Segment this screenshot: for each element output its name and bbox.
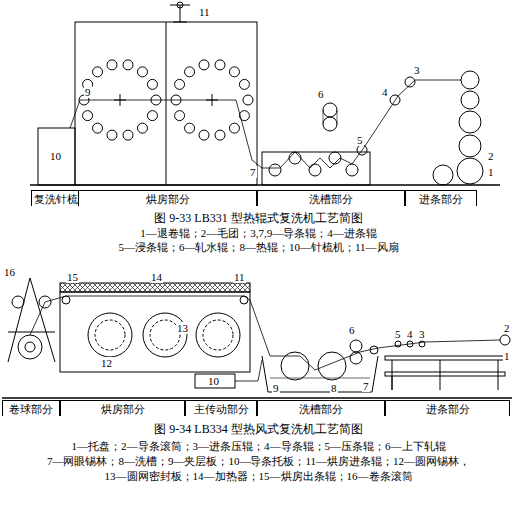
callout-number: 14: [150, 271, 163, 283]
callout-number: 3: [418, 328, 426, 340]
callout-number: 12: [100, 357, 113, 369]
callout-number: 5: [394, 328, 402, 340]
callout-number: 4: [406, 328, 414, 340]
callout-number: 11: [198, 6, 211, 18]
legend-line: 1—托盘；2—导条滚筒；3—进条压辊；4—导条辊；5—压条辊；6—上下轧辊: [0, 440, 517, 452]
figure-caption: 图 9-33 LB331 型热辊式复洗机工艺简图: [0, 211, 517, 225]
section-band: 烘房部分: [60, 400, 185, 416]
callout-number: 9: [272, 382, 280, 394]
figure-caption: 图 9-34 LB334 型热风式复洗机工艺简图: [0, 422, 517, 436]
callout-number: 4: [381, 86, 389, 98]
section-band: 进条部分: [385, 400, 510, 416]
section-label: 主传动部分: [194, 403, 249, 415]
section-label: 进条部分: [426, 403, 470, 415]
callout-number: 13: [176, 322, 189, 334]
callout-number: 2: [487, 150, 495, 162]
section-band: 卷球部分: [2, 400, 60, 416]
callout-number: 3: [413, 64, 421, 76]
section-label: 洗槽部分: [309, 193, 353, 205]
callout-number: 6: [317, 88, 325, 100]
callout-number: 7: [249, 166, 257, 178]
callout-number: 15: [66, 271, 79, 283]
lb334-machine: [2, 278, 512, 398]
section-label: 卷球部分: [9, 403, 53, 415]
legend-line: 1—退卷辊；2—毛团；3,7,9—导条辊；4—进条辊: [0, 227, 517, 239]
callout-number: 10: [49, 150, 62, 162]
section-label: 烘房部分: [146, 193, 190, 205]
callout-number: 2: [503, 322, 511, 334]
callout-number: 7: [362, 380, 370, 392]
section-label: 烘房部分: [101, 403, 145, 415]
section-band: 烘房部分: [78, 190, 257, 206]
callout-number: 8: [330, 382, 338, 394]
callout-number: 5: [356, 134, 364, 146]
callout-number: 11: [233, 271, 246, 283]
legend-line: 7—网眼锡林；8—洗槽；9—夹层板；10—导条托板；11—烘房进条辊；12—圆网…: [0, 455, 517, 467]
legend-line: 5—浸条辊；6—轧水辊；8—热辊；10—针梳机；11—风扇: [0, 241, 517, 253]
section-band: 洗槽部分: [257, 190, 405, 206]
callout-number: 6: [348, 324, 356, 336]
section-label: 进条部分: [419, 193, 463, 205]
section-label: 洗槽部分: [299, 403, 343, 415]
callout-number: 1: [487, 166, 495, 178]
section-band: 复洗针梳: [31, 190, 81, 206]
section-band: 主传动部分: [185, 400, 257, 416]
legend-line: 13—圆网密封板；14—加热器；15—烘房出条辊；16—卷条滚筒: [0, 470, 517, 482]
callout-number: 16: [3, 266, 16, 278]
callout-number: 1: [503, 350, 511, 362]
section-band: 洗槽部分: [257, 400, 385, 416]
section-label: 复洗针梳: [34, 193, 78, 205]
callout-number: 10: [207, 375, 220, 387]
callout-number: 9: [84, 86, 92, 98]
lb331-machine: [30, 2, 500, 185]
section-band: 进条部分: [405, 190, 477, 206]
